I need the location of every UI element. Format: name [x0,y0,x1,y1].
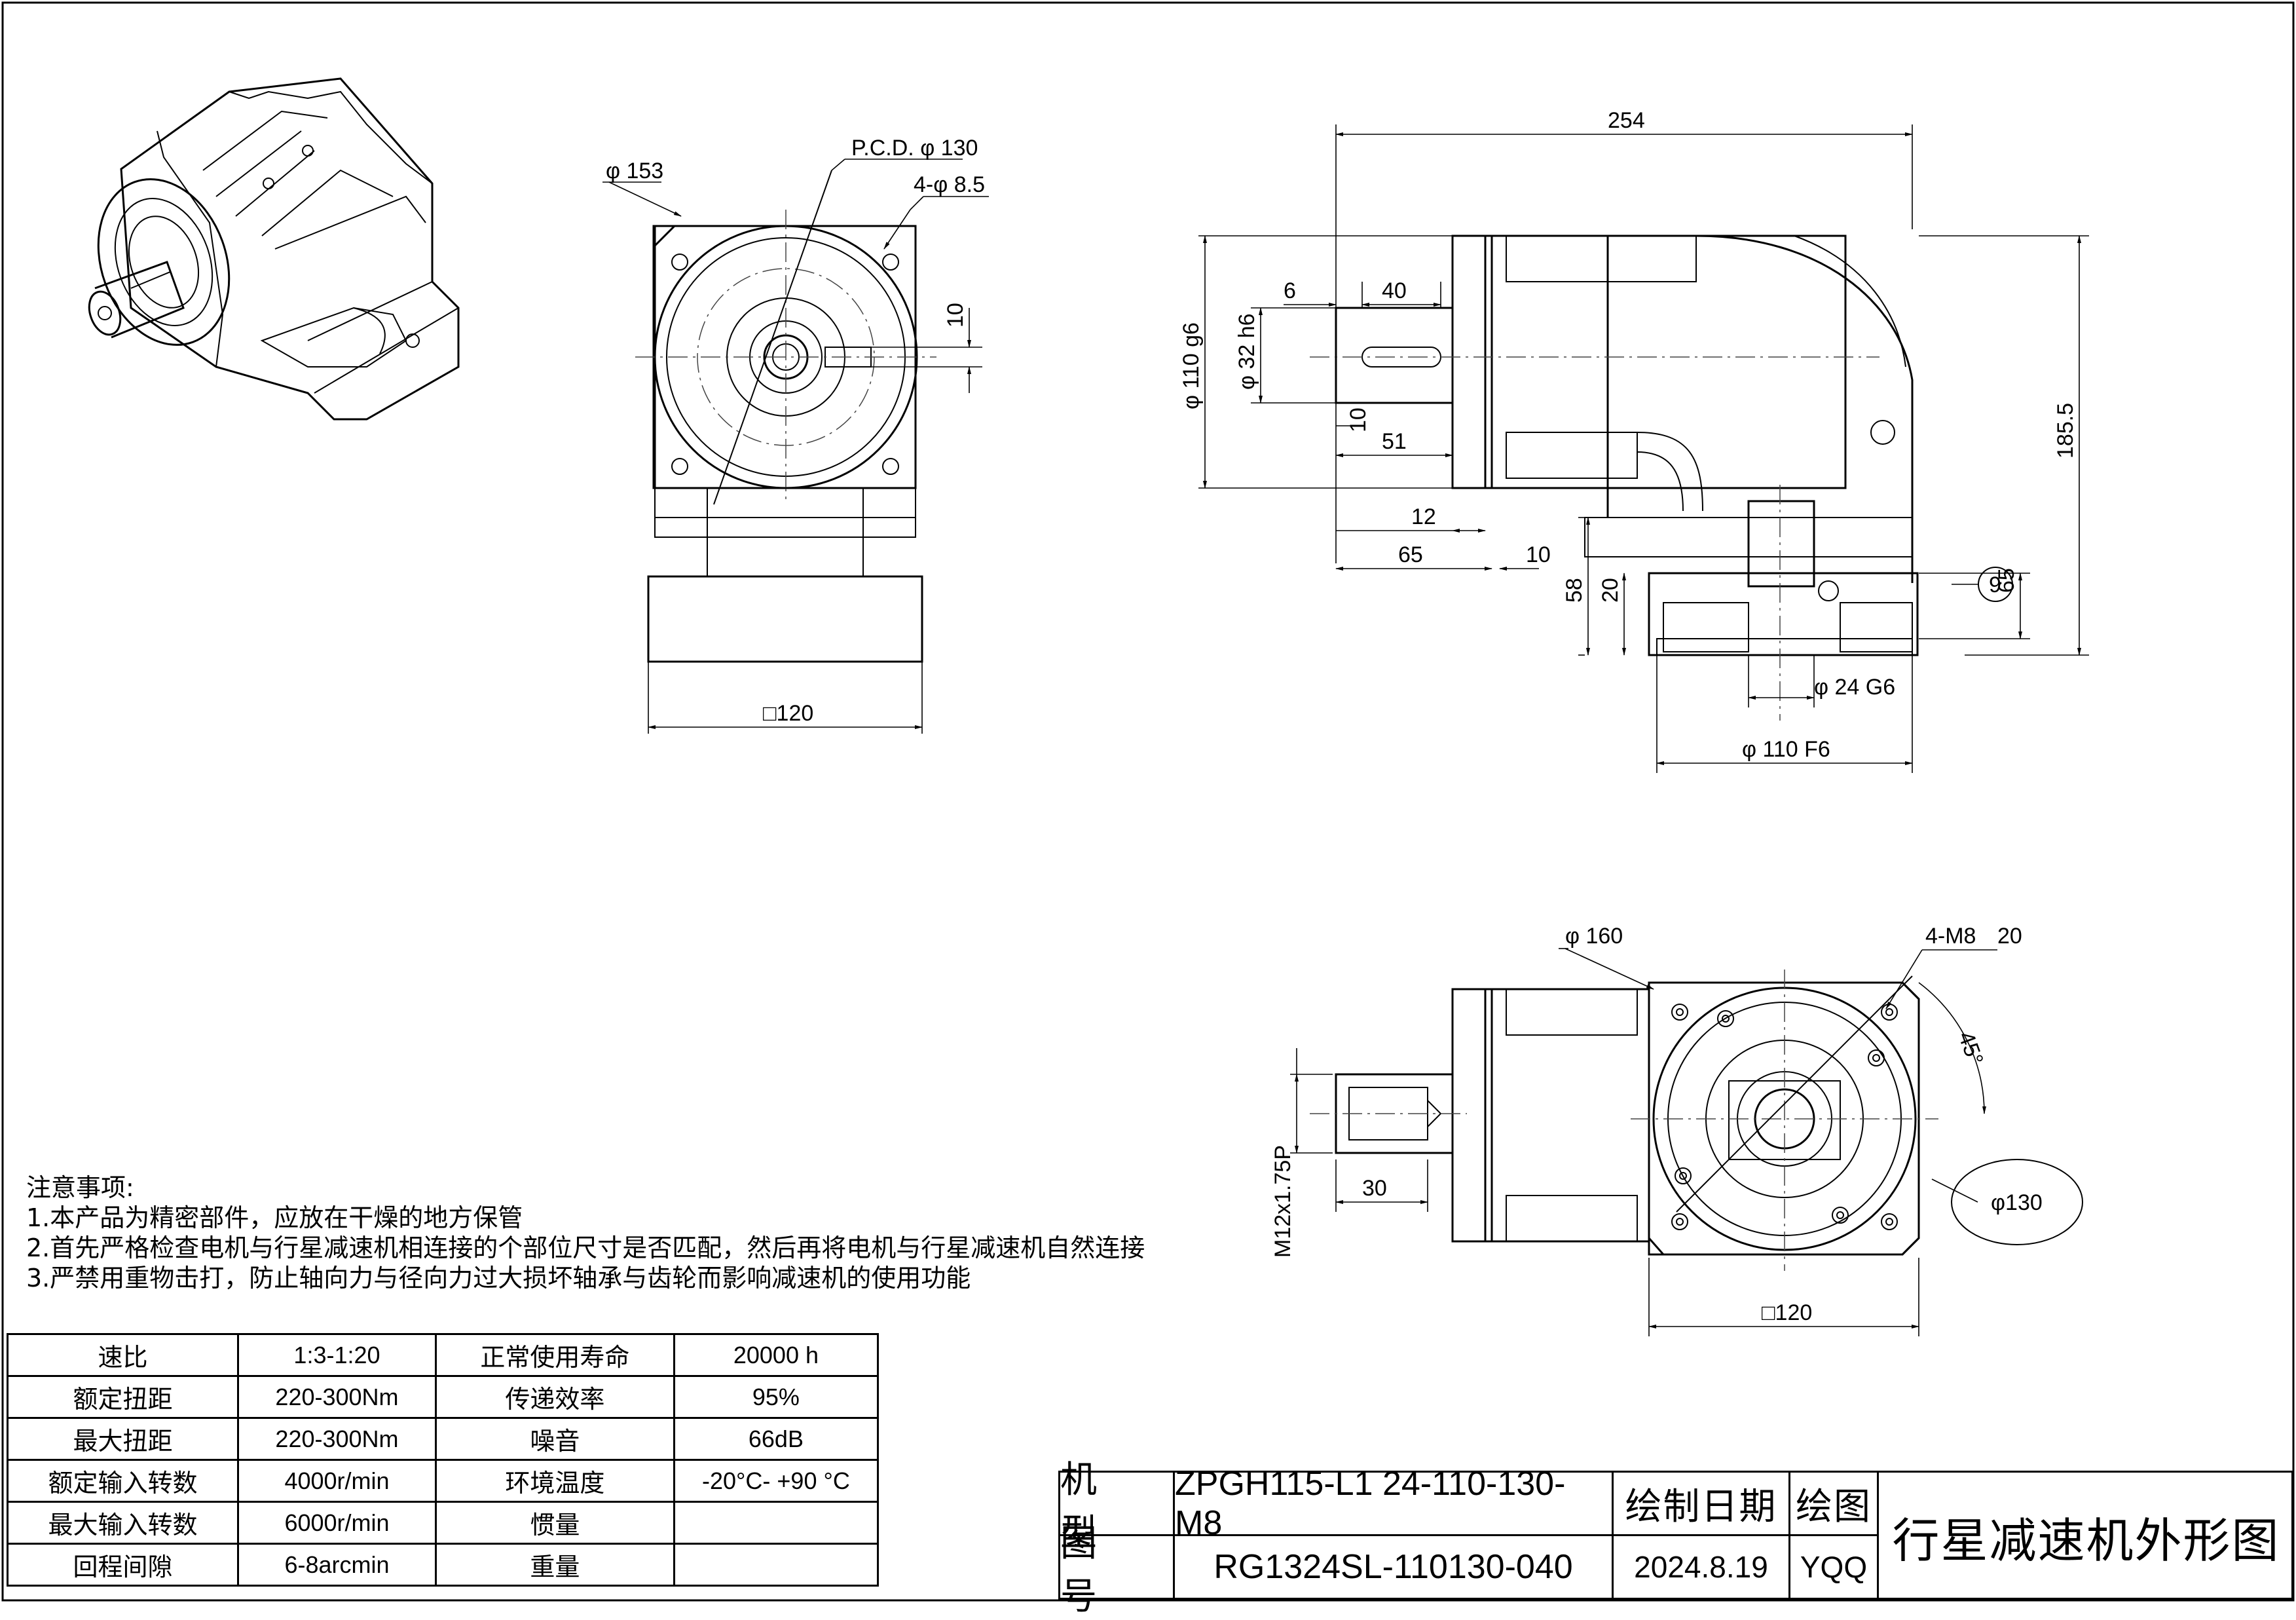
side-spigot: 10 [1526,542,1551,567]
table-row: 额定输入转数 4000r/min 环境温度 -20°C- +90 °C [6,1459,880,1503]
drawing-no-label: 图 号 [1060,1522,1175,1618]
note-item: 3.严禁用重物击打，防止轴向力与径向力过大损坏轴承与齿轮而影响减速机的使用功能 [26,1264,971,1292]
side-view: 254 φ 110 g6 φ 32 h6 6 40 10 51 12 65 10… [1179,108,2089,773]
spec-value: 4000r/min [237,1459,437,1503]
spec-value: 220-300Nm [237,1417,437,1461]
spec-value: 6000r/min [237,1501,437,1545]
side-output-bore: φ 24 G6 [1814,675,1895,700]
side-height: 185.5 [2053,403,2078,459]
title-block: 机 型 ZPGH115-L1 24-110-130-M8 绘制日期 绘图 图 号… [1058,1459,2293,1618]
spec-value: 6-8arcmin [237,1543,437,1587]
front-flange-dia: φ 153 [606,159,663,183]
spec-label: 额定输入转数 [6,1459,240,1503]
spec-value: 95% [673,1375,880,1419]
notes-heading: 注意事项: [26,1173,134,1202]
bottom-thread-depth: 30 [1362,1176,1387,1201]
drawing-number: RG1324SL-110130-040 [1175,1536,1614,1600]
note-item: 1.本产品为精密部件，应放在干燥的地方保管 [26,1203,523,1232]
spec-table: 速比 1:3-1:20 正常使用寿命 20000 h 额定扭距 220-300N… [6,1333,880,1587]
front-view: φ 153 P.C.D. φ 130 4-φ 8.5 10 □120 [602,136,989,734]
spec-label: 传递效率 [434,1375,675,1419]
spec-value [673,1501,880,1545]
side-output-fit: φ 110 F6 [1742,737,1830,762]
spec-label: 最大扭距 [6,1417,240,1461]
side-base-step: 20 [1598,578,1623,603]
spec-label: 回程间隙 [6,1543,240,1587]
side-flange-thk: 12 [1411,504,1436,529]
side-key-offset: 6 [1284,278,1296,303]
model-number: ZPGH115-L1 24-110-130-M8 [1175,1465,1614,1542]
bottom-view: φ 160 4-M8 20 45° M12x1.75P 30 φ130 □120 [1270,924,2083,1336]
bottom-tapped-depth: 20 [1997,924,2022,949]
drawing-title: 行星减速机外形图 [1892,1513,2280,1568]
drafter-name: YQQ [1790,1536,1879,1600]
front-pcd: P.C.D. φ 130 [851,136,978,160]
table-row: 最大扭距 220-300Nm 噪音 66dB [6,1417,880,1461]
isometric-view [88,77,460,421]
spec-label: 正常使用寿命 [434,1333,675,1377]
spec-label: 最大输入转数 [6,1501,240,1545]
side-length: 254 [1608,108,1645,133]
table-row: 回程间隙 6-8arcmin 重量 [6,1543,880,1587]
spec-value: 1:3-1:20 [237,1333,437,1377]
bottom-flange-dia: φ 160 [1565,924,1623,949]
side-shaft-dia: φ 32 h6 [1234,313,1259,390]
spec-value: -20°C- +90 °C [673,1459,880,1503]
note-item: 2.首先严格检查电机与行星减速机相连接的个部位尺寸是否匹配，然后再将电机与行星减… [26,1234,1145,1262]
date-label: 绘制日期 [1614,1473,1790,1536]
bottom-tapped-holes: 4-M8 [1925,924,1976,949]
table-row: 速比 1:3-1:20 正常使用寿命 20000 h [6,1333,880,1377]
spec-label: 速比 [6,1333,240,1377]
front-square: □120 [763,701,813,726]
side-key-length: 40 [1382,278,1407,303]
drafter-label: 绘图 [1790,1473,1879,1536]
side-balloon: 9 [1989,573,2001,597]
drawing-date: 2024.8.19 [1614,1536,1790,1600]
table-row: 最大输入转数 6000r/min 惯量 [6,1501,880,1545]
side-shaft-fit: φ 110 g6 [1179,322,1204,409]
spec-label: 环境温度 [434,1459,675,1503]
table-row: 额定扭距 220-300Nm 传递效率 95% [6,1375,880,1419]
front-key-height: 10 [943,303,968,328]
front-holes: 4-φ 8.5 [914,172,985,197]
spec-label: 重量 [434,1543,675,1587]
notes: 注意事项: 1.本产品为精密部件，应放在干燥的地方保管 2.首先严格检查电机与行… [26,1173,1145,1293]
spec-value: 66dB [673,1417,880,1461]
spec-label: 惯量 [434,1501,675,1545]
spec-label: 噪音 [434,1417,675,1461]
bottom-angle: 45° [1953,1028,1988,1068]
side-key-depth: 10 [1346,407,1371,432]
side-base-height: 58 [1562,578,1587,603]
bottom-pcd: φ130 [1991,1190,2043,1215]
side-output-height: 65 [1994,568,2019,593]
bottom-thread: M12x1.75P [1270,1145,1295,1258]
side-shaft-total: 65 [1398,542,1423,567]
spec-value [673,1543,880,1587]
spec-value: 20000 h [673,1333,880,1377]
side-shaft-length: 51 [1382,429,1407,454]
bottom-square: □120 [1762,1300,1812,1325]
spec-value: 220-300Nm [237,1375,437,1419]
spec-label: 额定扭距 [6,1375,240,1419]
